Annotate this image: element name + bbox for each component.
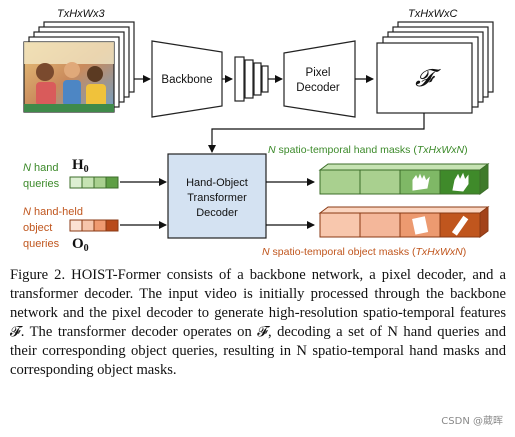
feature-dims-label: TxHxWxC bbox=[408, 8, 458, 20]
input-dims-label: TxHxWx3 bbox=[57, 8, 106, 20]
feature-volume bbox=[376, 21, 494, 114]
hand-object-decoder-block bbox=[167, 153, 267, 239]
hand-queries-label-2: queries bbox=[23, 178, 60, 190]
object-masks-label: N spatio-temporal object masks (TxHxWxN) bbox=[262, 246, 466, 258]
pixel-decoder-block bbox=[283, 40, 356, 118]
object-queries-symbol: O0 bbox=[72, 236, 89, 254]
object-queries-label-3: queries bbox=[23, 238, 60, 250]
hand-query-tokens bbox=[69, 176, 119, 189]
object-queries-label-2: object bbox=[23, 222, 52, 234]
hand-queries-symbol: H0 bbox=[72, 157, 89, 175]
decoder-label-2: Transformer bbox=[187, 192, 247, 204]
multiscale-feature-maps bbox=[234, 56, 269, 102]
figure-caption: Figure 2. HOIST-Former consists of a bac… bbox=[10, 267, 506, 378]
pixel-decoder-label-1: Pixel bbox=[306, 67, 331, 79]
video-frames bbox=[23, 21, 135, 113]
pixel-decoder-label-2: Decoder bbox=[296, 82, 340, 94]
hand-mask-cubes bbox=[318, 163, 490, 195]
decoder-label-1: Hand-Object bbox=[186, 177, 248, 189]
object-query-tokens bbox=[69, 219, 119, 232]
architecture-diagram: TxHxWx3 Backbone Pixel Decoder TxHxW bbox=[23, 8, 494, 258]
object-queries-label-1: N hand-held bbox=[23, 206, 83, 218]
hand-queries-label: N hand bbox=[23, 162, 59, 174]
decoder-label-3: Decoder bbox=[196, 207, 238, 219]
watermark: CSDN @葳晖 bbox=[441, 416, 503, 427]
object-mask-cubes bbox=[318, 206, 490, 238]
backbone-block bbox=[151, 40, 223, 118]
hand-masks-label: N spatio-temporal hand masks (TxHxWxN) bbox=[268, 144, 468, 156]
backbone-label: Backbone bbox=[161, 74, 212, 86]
